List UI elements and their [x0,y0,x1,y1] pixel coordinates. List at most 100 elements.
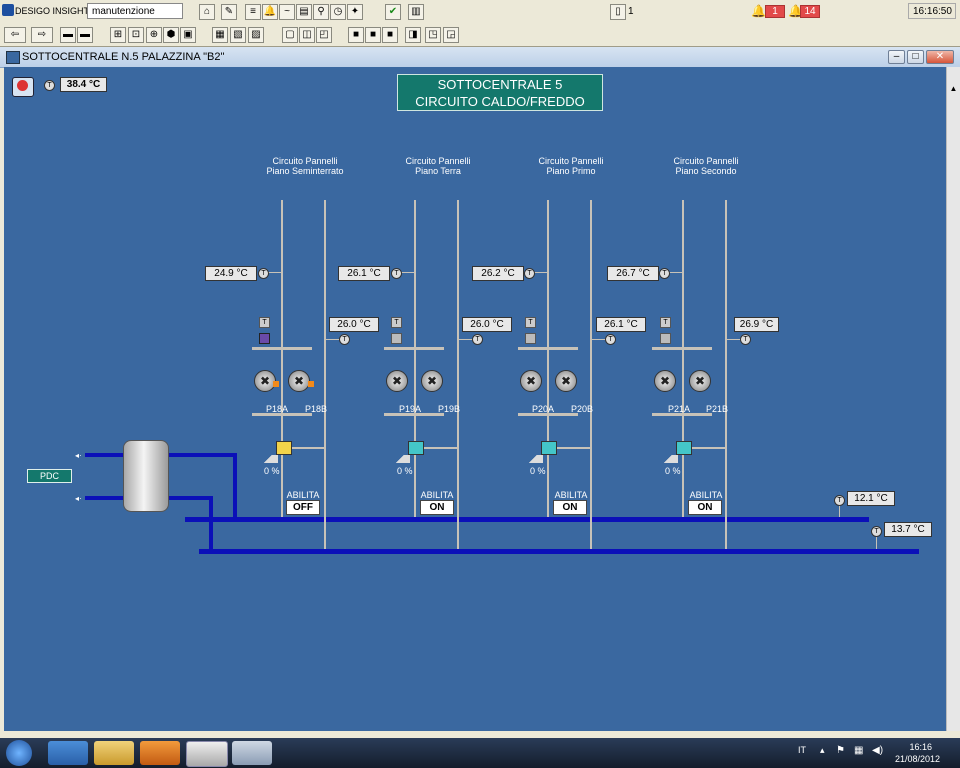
next-page-icon[interactable]: ▬ [77,27,93,43]
header-return-temp[interactable]: 13.7 °C [884,522,932,537]
circuit-3-supply-temp[interactable]: 26.2 °C [472,266,524,281]
tray-expand-icon[interactable]: ▴ [820,745,825,755]
alarm-list-icon[interactable]: ≡ [245,4,261,20]
outdoor-temp[interactable]: 38.4 °C [60,77,107,92]
temp-sensor-icon: T [258,268,269,279]
graphics-icon[interactable]: ✎ [221,4,237,20]
browser-icon[interactable] [48,741,88,765]
search-icon[interactable]: ⚲ [313,4,329,20]
tank-pipe-bottom [168,496,213,500]
trend-icon[interactable]: ~ [279,4,295,20]
block-icon-3[interactable]: ■ [382,27,398,43]
window-cascade-icon[interactable]: ◰ [316,27,332,43]
back-icon[interactable]: ⇦ [4,27,26,43]
preview-icon[interactable]: ▧ [230,27,246,43]
window-icon [6,51,20,64]
circuit-4-supply-temp[interactable]: 26.7 °C [607,266,659,281]
clock-time[interactable]: 16:16 [909,742,932,752]
thermostat-icon: T [660,317,671,328]
alarm-bell-icon-2[interactable]: 🔔 [788,4,803,18]
object-icon[interactable]: ⬢ [163,27,179,43]
flag-icon[interactable]: ⚑ [836,745,845,756]
volume-icon[interactable]: ◀) [872,745,884,756]
circuit-3-return-temp[interactable]: 26.1 °C [596,317,646,332]
maximize-view-icon[interactable]: ◳ [425,27,441,43]
circuit-2-supply-temp[interactable]: 26.1 °C [338,266,390,281]
clock-date[interactable]: 21/08/2012 [894,754,940,764]
pump-icon[interactable]: ✖ [555,370,577,392]
tools-icon[interactable]: ✦ [347,4,363,20]
network-tray-icon[interactable]: ▦ [854,745,864,756]
thermostat-icon: T [525,317,536,328]
vertical-scrollbar[interactable]: ▲ [946,67,960,731]
zoom-icon[interactable]: ⊡ [128,27,144,43]
pump-icon[interactable]: ✖ [421,370,443,392]
scroll-up-icon[interactable]: ▲ [949,84,958,93]
circuit-1-return-temp[interactable]: 26.0 °C [329,317,379,332]
check-icon[interactable]: ✔ [385,4,401,20]
valve-icon[interactable] [276,441,292,455]
alarm-bell-icon[interactable]: 🔔 [751,4,766,18]
pump-icon[interactable]: ✖ [254,370,276,392]
valve-icon[interactable] [541,441,557,455]
clock-icon[interactable]: ◷ [330,4,346,20]
report-icon[interactable]: ▤ [296,4,312,20]
page-counter: 1 [628,6,634,17]
circuit-4-return-temp[interactable]: 26.9 °C [734,317,779,332]
valve-icon[interactable] [676,441,692,455]
printer-icon[interactable]: ▨ [248,27,264,43]
book-icon[interactable]: ▥ [408,4,424,20]
prev-page-icon[interactable]: ▬ [60,27,76,43]
maximize-button[interactable]: □ [907,50,924,64]
dialog-icon[interactable]: ◨ [405,27,421,43]
circuit-4-enable-button[interactable]: ON [688,500,722,515]
user-field[interactable]: manutenzione [87,3,183,19]
start-button[interactable] [6,740,32,766]
alarm-count-low[interactable]: 14 [800,5,820,18]
page-icon[interactable]: ▯ [610,4,626,20]
language-indicator[interactable]: IT [798,745,806,755]
layers-icon[interactable]: ▦ [212,27,228,43]
storage-tank-icon[interactable] [123,440,169,512]
pump-icon[interactable]: ✖ [520,370,542,392]
circuit-2-supply-pipe [414,200,416,517]
circuit-3-enable-button[interactable]: ON [553,500,587,515]
circuit-1-flow-alarm-icon[interactable] [259,333,270,344]
print-icon[interactable]: ⌂ [199,4,215,20]
circuit-1-enable-button[interactable]: OFF [286,500,320,515]
pump-icon[interactable]: ✖ [288,370,310,392]
folder-icon[interactable]: ▣ [180,27,196,43]
pump-icon[interactable]: ✖ [654,370,676,392]
network-icon[interactable]: ⊞ [110,27,126,43]
close-button[interactable]: ✕ [926,50,954,64]
restore-view-icon[interactable]: ◲ [443,27,459,43]
valve-icon[interactable] [408,441,424,455]
circuit-4-supply-pipe [682,200,684,517]
circuit-2-return-temp[interactable]: 26.0 °C [462,317,512,332]
home-button[interactable] [12,77,34,97]
pump-icon[interactable]: ✖ [689,370,711,392]
media-player-icon[interactable] [140,741,180,765]
window-icon[interactable]: ▢ [282,27,298,43]
desigo-task-icon[interactable] [186,741,228,767]
temp-sensor-icon: T [472,334,483,345]
supply-header-pipe [185,517,869,522]
window-tile-icon[interactable]: ◫ [299,27,315,43]
alarm-count-high[interactable]: 1 [765,5,785,18]
circuit-1-supply-pipe [281,200,283,517]
circuit-1-supply-temp[interactable]: 24.9 °C [205,266,257,281]
forward-icon[interactable]: ⇨ [31,27,53,43]
block-icon-1[interactable]: ■ [348,27,364,43]
pump-icon[interactable]: ✖ [386,370,408,392]
compass-icon[interactable]: ⊕ [146,27,162,43]
block-icon-2[interactable]: ■ [365,27,381,43]
paint-icon[interactable] [232,741,272,765]
pdc-button[interactable]: PDC [27,469,72,483]
minimize-button[interactable]: – [888,50,905,64]
circuit-2-enable-button[interactable]: ON [420,500,454,515]
circuit-3-manifold-top [518,347,578,350]
header-supply-temp[interactable]: 12.1 °C [847,491,895,506]
explorer-icon[interactable] [94,741,134,765]
bell-icon[interactable]: 🔔 [262,4,278,20]
